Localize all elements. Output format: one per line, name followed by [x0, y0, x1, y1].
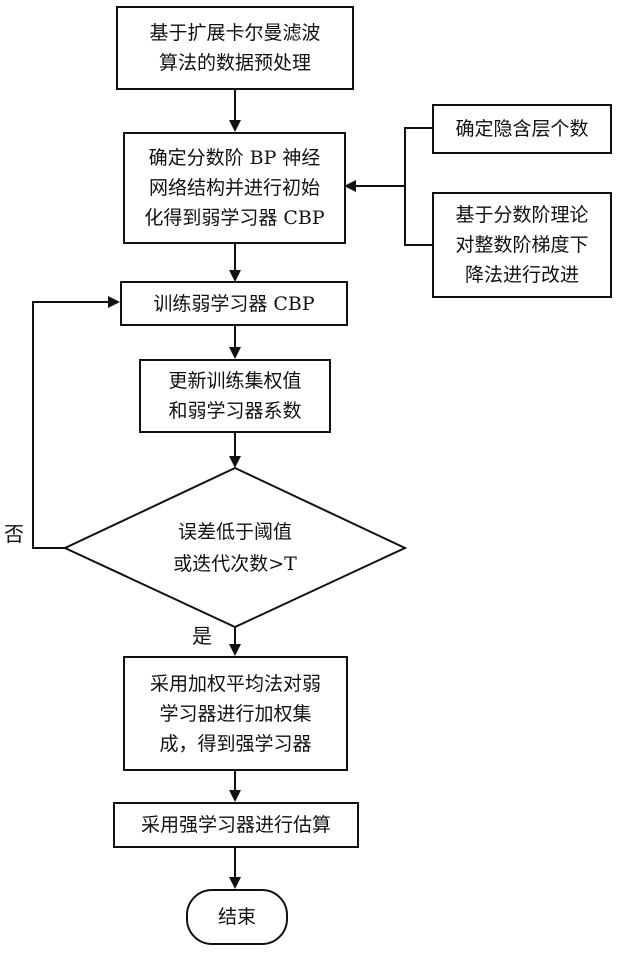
node-weighted-ensemble-line-1: 采用加权平均法对弱	[150, 669, 321, 699]
node-determine-structure-line-1: 确定分数阶 BP 神经	[144, 143, 324, 173]
node-preprocess-line-1: 基于扩展卡尔曼滤波	[149, 18, 320, 48]
node-weighted-ensemble: 采用加权平均法对弱 学习器进行加权集 成，得到强学习器	[123, 656, 348, 771]
node-train-cbp: 训练弱学习器 CBP	[120, 281, 348, 326]
node-hidden-layers: 确定隐含层个数	[432, 104, 612, 154]
node-preprocess: 基于扩展卡尔曼滤波 算法的数据预处理	[116, 6, 354, 90]
decision-label-line-1: 误差低于阈值	[135, 516, 335, 548]
edge-decision-no-loop	[33, 302, 118, 548]
node-end-label: 结束	[218, 902, 256, 932]
edge-side-inputs-to-structure	[405, 128, 432, 245]
node-train-cbp-line-1: 训练弱学习器 CBP	[153, 289, 314, 319]
decision-label: 误差低于阈值 或迭代次数>T	[135, 516, 335, 580]
node-determine-structure-line-3: 化得到弱学习器 CBP	[144, 203, 324, 233]
node-estimate-line-1: 采用强学习器进行估算	[141, 810, 331, 840]
edge-label-no: 否	[4, 523, 24, 545]
node-update-weights: 更新训练集权值 和弱学习器系数	[139, 359, 331, 433]
node-weighted-ensemble-line-3: 成，得到强学习器	[150, 729, 321, 759]
node-determine-structure-line-2: 网络结构并进行初始	[144, 173, 324, 203]
node-fractional-improve-line-2: 对整数阶梯度下	[455, 230, 588, 260]
node-end: 结束	[186, 889, 288, 945]
node-update-weights-line-1: 更新训练集权值	[168, 366, 301, 396]
node-fractional-improve-line-3: 降法进行改进	[455, 260, 588, 290]
node-fractional-improve-line-1: 基于分数阶理论	[455, 200, 588, 230]
node-fractional-improve: 基于分数阶理论 对整数阶梯度下 降法进行改进	[432, 192, 612, 298]
node-estimate: 采用强学习器进行估算	[113, 802, 359, 848]
decision-label-line-2: 或迭代次数>T	[135, 548, 335, 580]
edge-label-yes: 是	[192, 625, 212, 647]
node-weighted-ensemble-line-2: 学习器进行加权集	[150, 699, 321, 729]
node-update-weights-line-2: 和弱学习器系数	[168, 396, 301, 426]
node-preprocess-line-2: 算法的数据预处理	[149, 48, 320, 78]
node-hidden-layers-line-1: 确定隐含层个数	[455, 114, 588, 144]
node-determine-structure: 确定分数阶 BP 神经 网络结构并进行初始 化得到弱学习器 CBP	[123, 132, 346, 244]
